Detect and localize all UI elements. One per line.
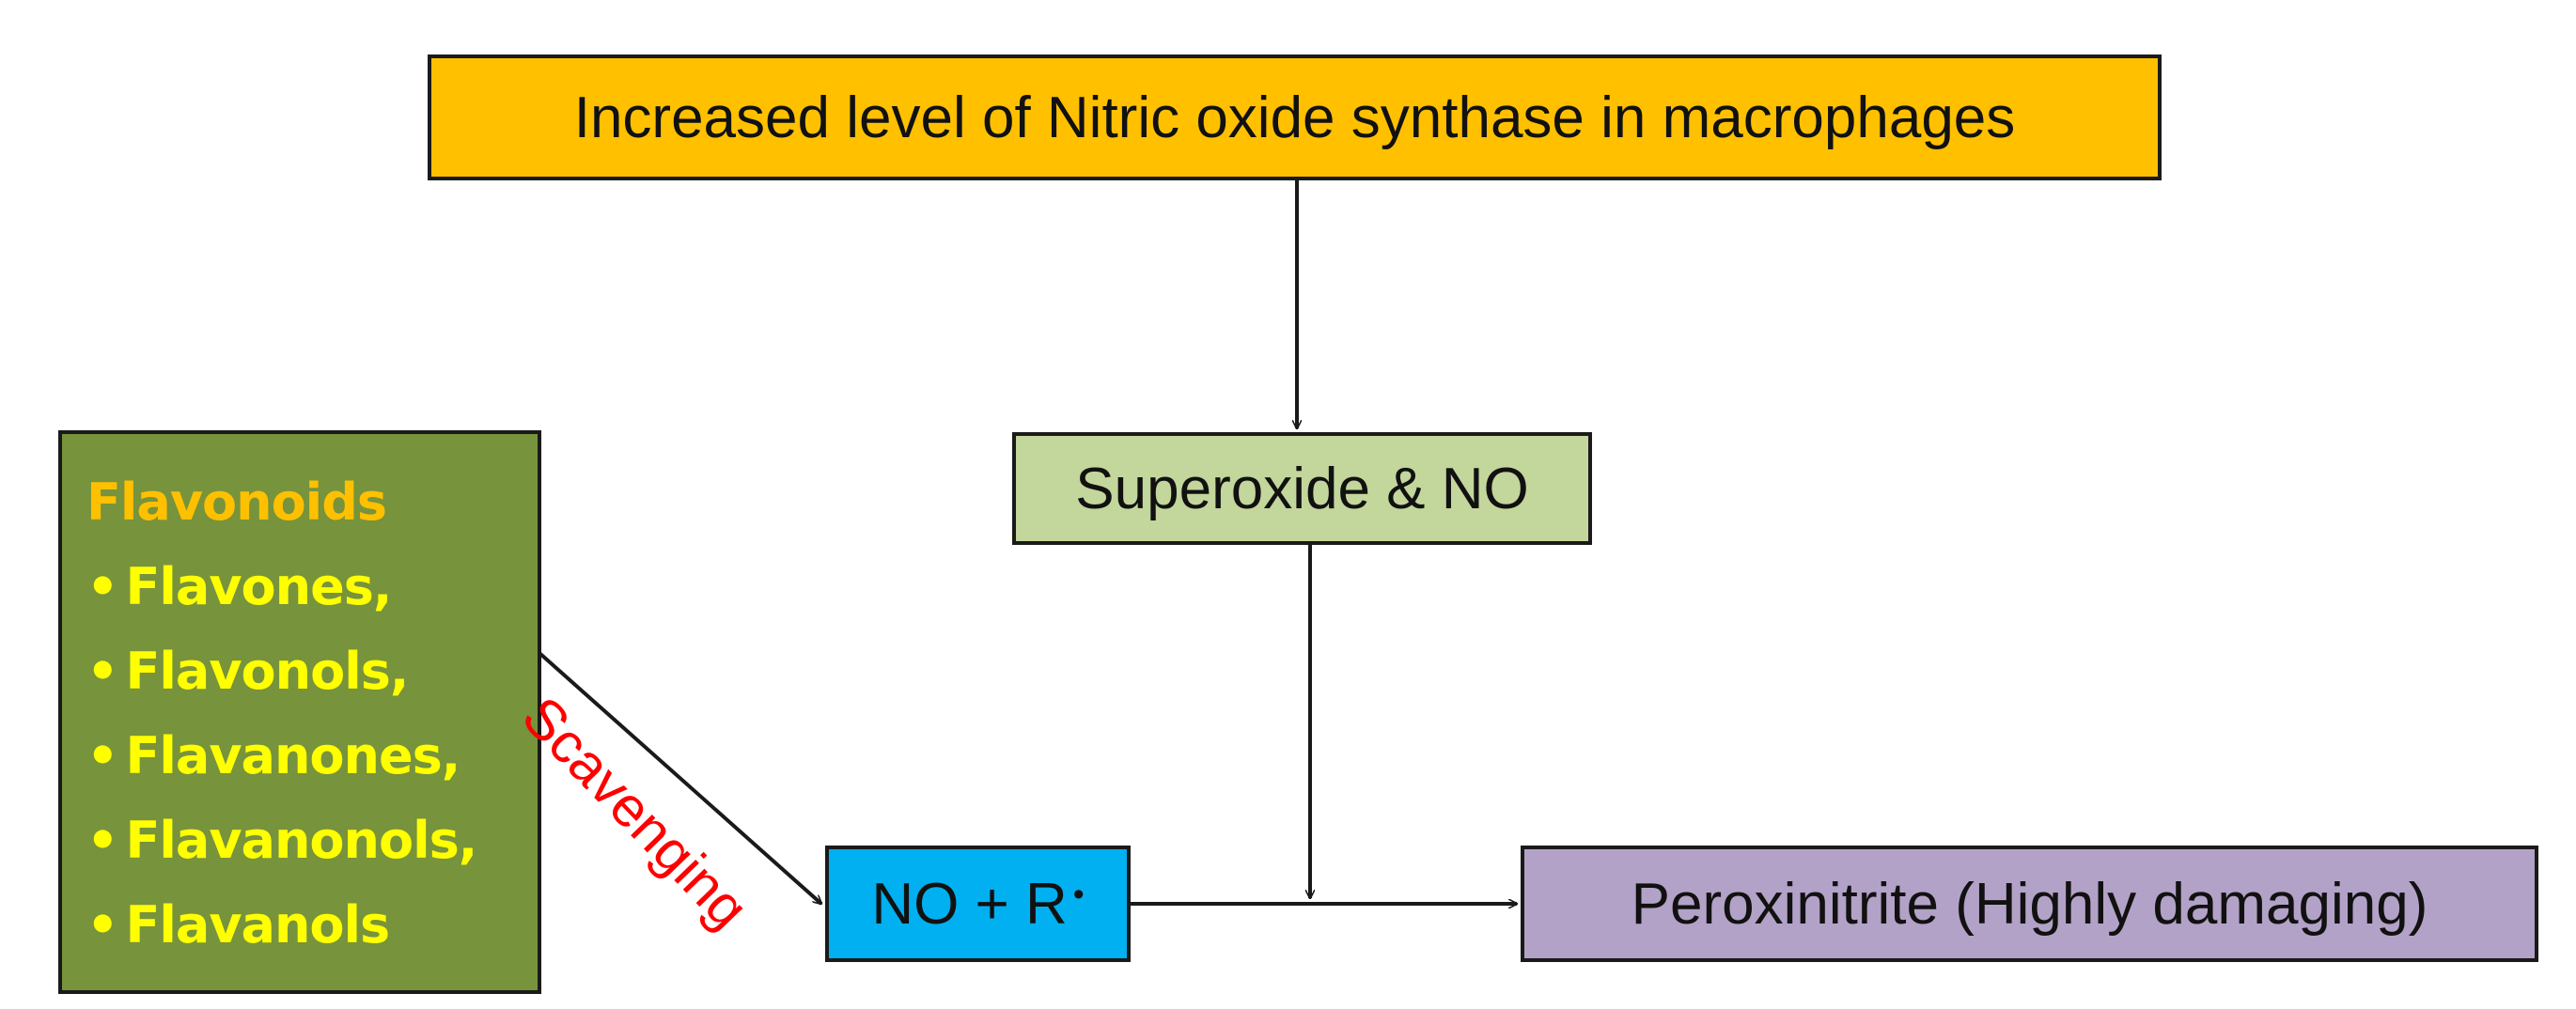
node-nitric-oxide-synthase-label: Increased level of Nitric oxide synthase… xyxy=(573,85,2016,150)
flavonoids-list-item: •Flavanols xyxy=(86,895,390,955)
node-peroxinitrite: Peroxinitrite (Highly damaging) xyxy=(1521,846,2538,962)
bullet-icon: • xyxy=(86,895,119,955)
radical-dot: • xyxy=(1072,876,1085,912)
node-superoxide-no: Superoxide & NO xyxy=(1012,432,1592,545)
node-peroxinitrite-label: Peroxinitrite (Highly damaging) xyxy=(1631,871,2428,937)
node-flavonoids: Flavonoids •Flavones, •Flavonols, •Flava… xyxy=(58,430,541,994)
bullet-icon: • xyxy=(86,557,119,616)
bullet-icon: • xyxy=(86,726,119,785)
flavonoids-title: Flavonoids xyxy=(86,473,387,532)
flavonoids-list-item: •Flavanones, xyxy=(86,726,461,785)
node-superoxide-no-label: Superoxide & NO xyxy=(1075,456,1529,521)
bullet-icon: • xyxy=(86,811,119,870)
arrow-flavonoids-to-nor xyxy=(530,644,821,904)
node-no-radical-label: NO + R xyxy=(871,871,1068,937)
bullet-icon: • xyxy=(86,642,119,701)
flavonoids-list-item: •Flavones, xyxy=(86,557,392,616)
node-nitric-oxide-synthase: Increased level of Nitric oxide synthase… xyxy=(428,54,2162,180)
flavonoids-list-item: •Flavonols, xyxy=(86,642,409,701)
node-no-radical: NO + R• xyxy=(825,846,1131,962)
flavonoids-list-item: •Flavanonols, xyxy=(86,811,477,870)
